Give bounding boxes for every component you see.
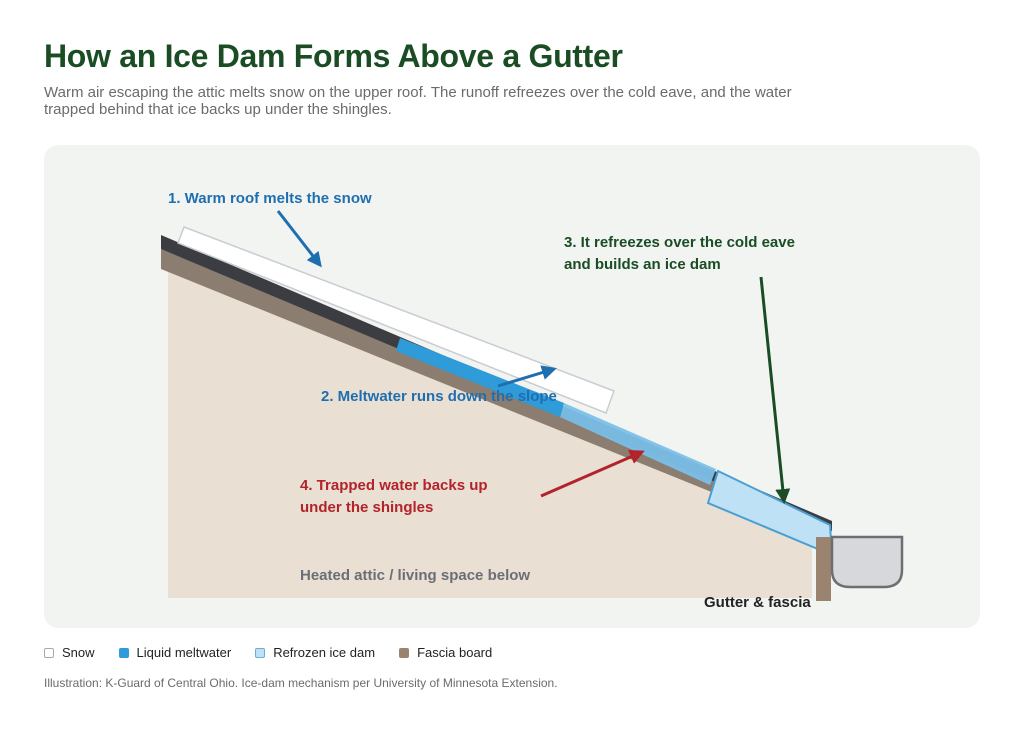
legend-label-snow: Snow xyxy=(62,645,95,660)
label-step3-line1: 3. It refreezes over the cold eave xyxy=(564,234,795,251)
page-subtitle: Warm air escaping the attic melts snow o… xyxy=(44,84,792,118)
label-step4-line1: 4. Trapped water backs up xyxy=(300,477,488,494)
legend-label-meltwater: Liquid meltwater xyxy=(136,645,232,660)
arrow-step4 xyxy=(540,449,645,498)
arrow-step1 xyxy=(276,210,322,268)
ice-dam-diagram: 1. Warm roof melts the snow 2. Meltwater… xyxy=(161,190,904,611)
label-step4-line2: under the shingles xyxy=(300,499,433,516)
legend-item-fascia: Fascia board xyxy=(399,645,492,660)
fascia-board xyxy=(816,537,831,601)
legend-swatch-snow xyxy=(44,647,54,658)
snow-layer xyxy=(177,226,615,414)
legend-label-ice-dam: Refrozen ice dam xyxy=(273,645,376,660)
legend-label-fascia: Fascia board xyxy=(417,645,493,660)
gutter xyxy=(830,535,904,589)
label-step3-line2: and builds an ice dam xyxy=(564,256,721,273)
legend-swatch-meltwater xyxy=(118,647,129,658)
label-step1: 1. Warm roof melts the snow xyxy=(168,190,372,207)
legend-item-snow: Snow xyxy=(44,645,95,660)
roof-deck xyxy=(161,249,832,540)
arrow-step3 xyxy=(759,276,791,504)
label-step2: 2. Meltwater runs down the slope xyxy=(321,388,557,405)
trapped-water xyxy=(560,403,716,485)
label-attic: Heated attic / living space below xyxy=(300,567,530,584)
meltwater-layer xyxy=(396,338,564,417)
legend-swatch-ice-dam xyxy=(255,647,266,658)
label-gutter: Gutter & fascia xyxy=(704,594,811,611)
attic-space xyxy=(168,265,812,598)
legend: Snow Liquid meltwater Refrozen ice dam F… xyxy=(44,645,516,660)
arrow-step2 xyxy=(497,365,557,388)
legend-item-meltwater: Liquid meltwater xyxy=(118,645,232,660)
source-footnote: Illustration: K-Guard of Central Ohio. I… xyxy=(44,676,558,690)
legend-item-ice-dam: Refrozen ice dam xyxy=(255,645,375,660)
diagram-panel: 1. Warm roof melts the snow 2. Meltwater… xyxy=(44,145,980,628)
page-title: How an Ice Dam Forms Above a Gutter xyxy=(44,38,623,74)
legend-swatch-fascia xyxy=(399,647,410,658)
